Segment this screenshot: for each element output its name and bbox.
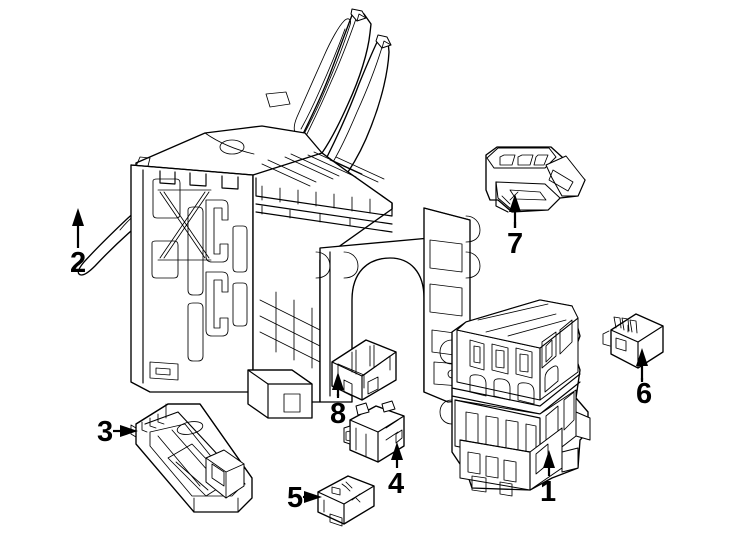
leader-6 [636, 348, 648, 382]
part-6-relay-module[interactable] [602, 313, 664, 369]
part-7-retainer-clip-bracket[interactable] [485, 146, 586, 213]
part-1-fuse-relay-box-main[interactable] [439, 299, 591, 497]
part-3-lower-cover-tray[interactable] [130, 403, 253, 513]
callout-label-3[interactable]: 3 [97, 416, 114, 448]
callout-label-8[interactable]: 8 [330, 398, 347, 430]
leader-7 [509, 194, 521, 228]
callout-label-6[interactable]: 6 [636, 378, 653, 410]
part-8-connector-shell[interactable] [331, 339, 397, 401]
leader-8 [332, 372, 344, 398]
leader-3 [113, 425, 138, 437]
part-4-relay-connector-large[interactable] [343, 400, 405, 463]
callout-label-4[interactable]: 4 [388, 468, 405, 500]
callout-label-5[interactable]: 5 [287, 482, 304, 514]
callout-label-1[interactable]: 1 [540, 476, 557, 508]
leader-2 [72, 208, 84, 248]
callout-label-2[interactable]: 2 [70, 247, 87, 279]
callout-label-7[interactable]: 7 [507, 228, 524, 260]
leader-1 [543, 450, 555, 476]
leader-5 [303, 491, 322, 503]
leader-4 [391, 442, 403, 468]
part-2-mounting-bracket-housing[interactable] [77, 8, 481, 419]
part-5-relay-connector-small[interactable] [317, 475, 375, 527]
